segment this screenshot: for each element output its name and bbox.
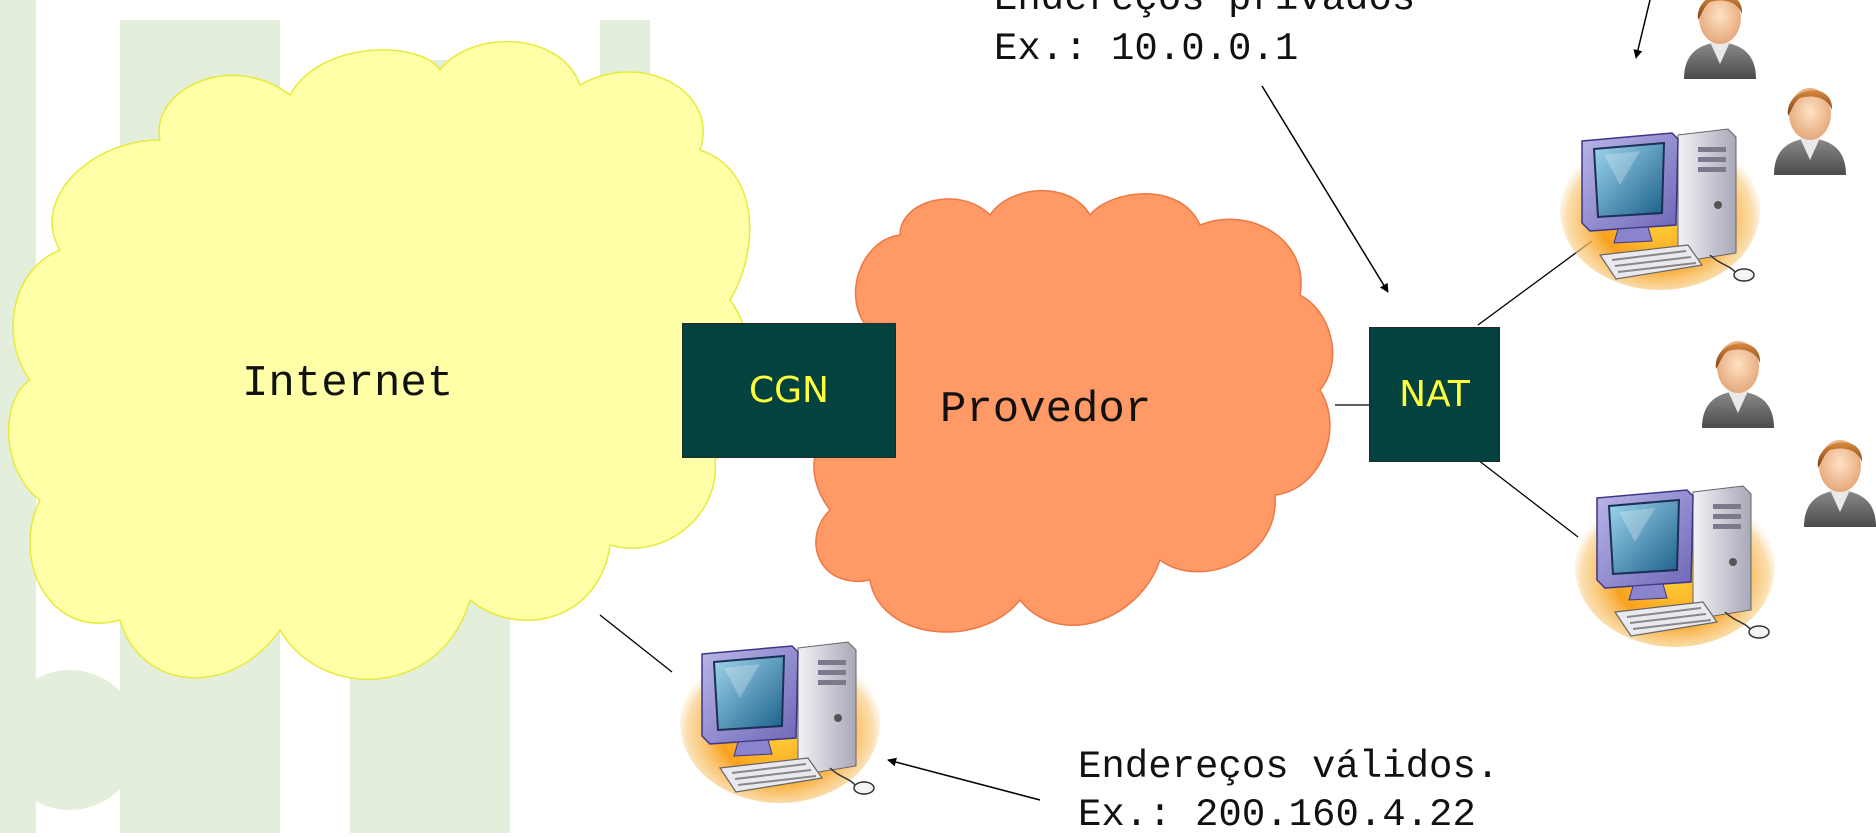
user-icon [1774,88,1846,175]
arrow-to-user [1633,0,1651,59]
provider-label: Provedor [940,385,1152,435]
private-addresses-line1: Endereços privados [994,0,1415,19]
user-icon [1684,0,1756,79]
computer-icon [679,641,881,804]
internet-label: Internet [242,359,454,409]
nat-box: NAT [1369,327,1500,462]
internet-cloud [7,40,752,680]
arrow-valid-to-computer [887,757,1041,801]
line-nat-user-computer-1 [1477,240,1593,326]
valid-addresses-line2: Ex.: 200.160.4.22 [1078,793,1476,837]
user-icon [1702,341,1774,428]
computer-icon [1574,485,1776,648]
private-addresses-line2: Ex.: 10.0.0.1 [994,27,1299,71]
line-internet-computer [599,614,673,673]
cgn-box: CGN [682,323,896,458]
connection-lines [599,240,1593,673]
valid-addresses-line1: Endereços válidos. [1078,745,1500,789]
computer-icon [1559,128,1761,291]
user-icon [1804,440,1876,527]
line-nat-user-computer-2 [1477,459,1579,538]
arrow-private-to-nat [1261,85,1389,293]
